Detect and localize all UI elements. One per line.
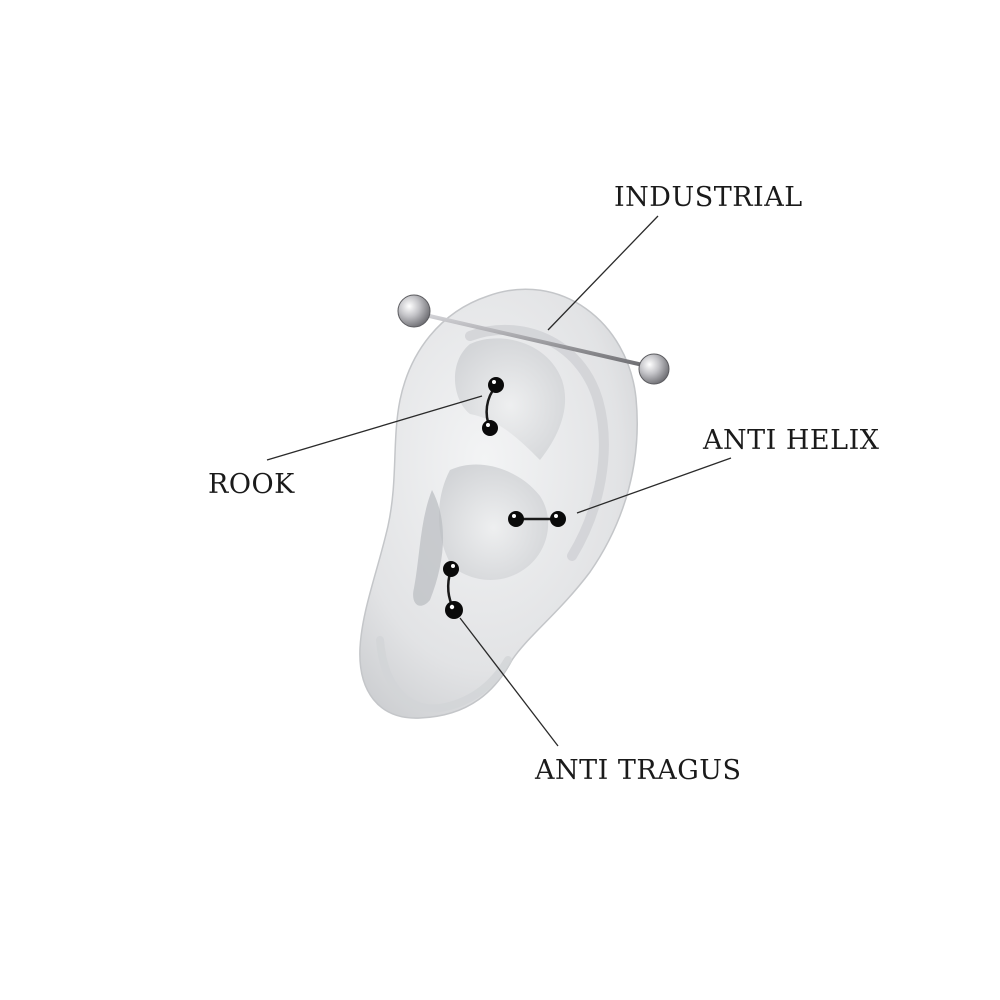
- helix-fold: [465, 324, 609, 561]
- anti-tragus-ball-bottom: [445, 601, 463, 619]
- rook-piercing: [482, 377, 504, 436]
- anti-helix-ball-left: [508, 511, 524, 527]
- rook-ball-top: [488, 377, 504, 393]
- leader-line-industrial: [547, 215, 659, 331]
- industrial-ball-left: [397, 294, 431, 328]
- industrial-barbell: [397, 294, 670, 385]
- anti-tragus-piercing: [443, 561, 463, 619]
- leader-line-rook: [266, 395, 483, 461]
- upper-fossa: [454, 338, 566, 460]
- rook-ball-bottom-shine: [486, 423, 490, 427]
- leader-line-anti-helix: [576, 457, 732, 514]
- label-industrial: INDUSTRIAL: [614, 182, 803, 213]
- anti-helix-ball-left-shine: [512, 514, 516, 518]
- anti-helix-ball-right-shine: [554, 514, 558, 518]
- industrial-bar: [410, 310, 658, 370]
- label-rook: ROOK: [208, 469, 295, 500]
- concha-bowl: [438, 464, 549, 580]
- anti-helix-ball-right: [550, 511, 566, 527]
- rook-ball-bottom: [482, 420, 498, 436]
- label-anti-helix: ANTI HELIX: [703, 425, 880, 456]
- earlobe-shade: [376, 636, 512, 713]
- anti-tragus-ball-top: [443, 561, 459, 577]
- industrial-ball-right: [638, 353, 670, 385]
- anti-tragus-ball-top-shine: [451, 564, 455, 568]
- ear-canal: [413, 490, 444, 606]
- anti-helix-piercing: [508, 511, 566, 527]
- label-anti-tragus: ANTI TRAGUS: [535, 755, 742, 786]
- leader-line-anti-tragus: [459, 617, 559, 747]
- rook-ball-top-shine: [492, 380, 496, 384]
- anti-tragus-ball-bottom-shine: [449, 604, 455, 610]
